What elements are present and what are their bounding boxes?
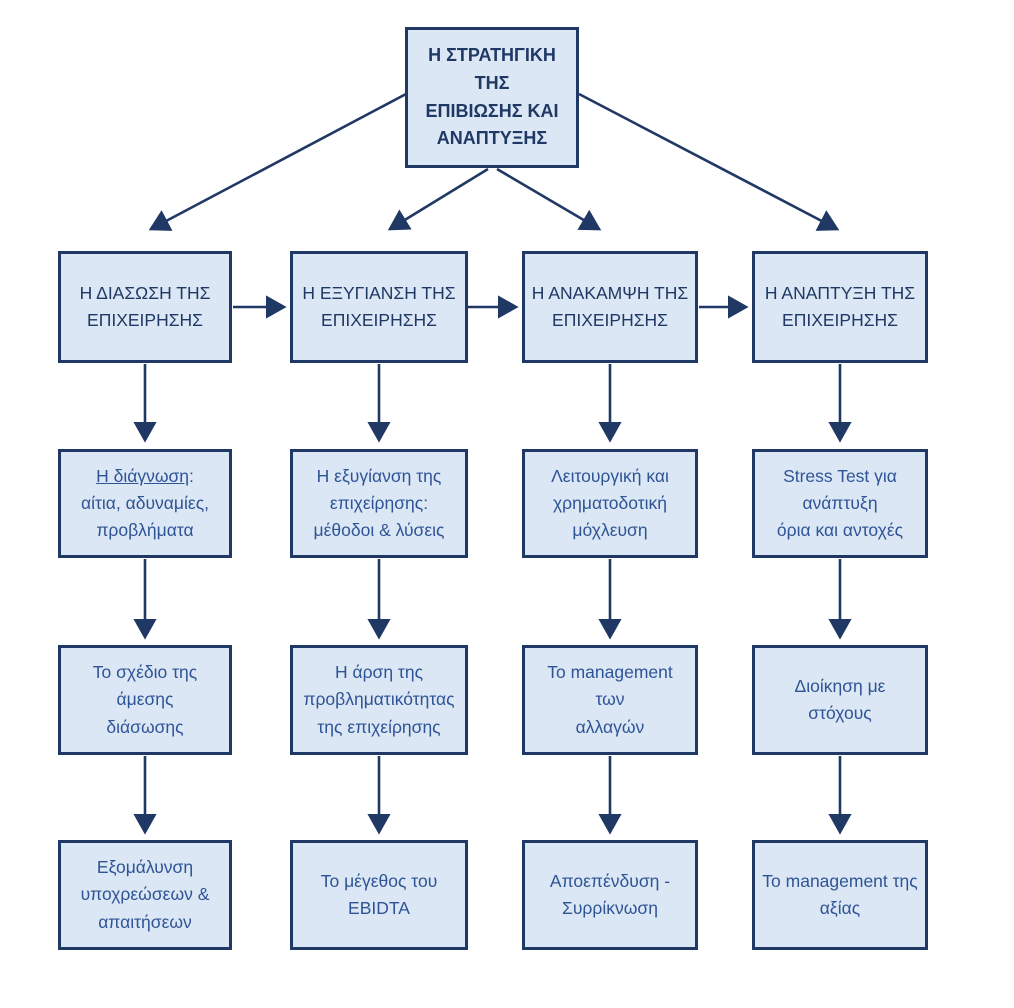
node-line: της επιχείρησης xyxy=(317,716,441,737)
node-line: Η ΕΞΥΓΙΑΝΣΗ ΤΗΣ xyxy=(302,282,456,303)
node-line: Αποεπένδυση - xyxy=(549,870,671,891)
node-line: Η ΑΝΑΚΑΜΨΗ ΤΗΣ xyxy=(531,282,689,303)
node-col4-step3: Το management της αξίας xyxy=(752,840,928,950)
node-line: αίτια, αδυναμίες, xyxy=(80,492,209,513)
node-line: επιχείρησης: xyxy=(329,492,429,513)
node-line: αξίας xyxy=(819,898,861,918)
node-line: ΕΠΙΧΕΙΡΗΣΗΣ xyxy=(87,310,203,330)
node-line: όρια και αντοχές xyxy=(776,520,904,541)
node-line: Η ΣΤΡΑΤΗΓΙΚΗ ΤΗΣ xyxy=(428,44,556,93)
node-line: Η άρση της xyxy=(334,662,424,683)
node-line: Stress Test για xyxy=(783,465,897,486)
node-line: Η ΔΙΑΣΩΣΗ ΤΗΣ xyxy=(79,282,211,303)
node-line: EBIDTA xyxy=(348,898,410,918)
node-line: Το management της xyxy=(762,870,918,891)
suffix-text: : xyxy=(189,465,194,486)
node-col3-header: Η ΑΝΑΚΑΜΨΗ ΤΗΣ ΕΠΙΧΕΙΡΗΣΗΣ xyxy=(522,251,698,363)
node-line: Διοίκηση με στόχους xyxy=(794,675,886,723)
node-root-strategy: Η ΣΤΡΑΤΗΓΙΚΗ ΤΗΣ ΕΠΙΒΙΩΣΗΣ ΚΑΙ ΑΝΑΠΤΥΞΗΣ xyxy=(405,27,579,168)
node-line: υποχρεώσεων & xyxy=(80,884,210,905)
node-line: Το management των xyxy=(547,662,673,710)
underlined-text: Η διάγνωση xyxy=(96,465,190,486)
node-col2-step2: Η άρση της προβληματικότητας της επιχείρ… xyxy=(290,645,468,755)
node-line: ΕΠΙΧΕΙΡΗΣΗΣ xyxy=(321,310,437,330)
node-line: απαιτήσεων xyxy=(98,911,192,932)
node-line: Η διάγνωση: xyxy=(96,463,194,490)
node-line: αλλαγών xyxy=(575,716,645,737)
node-col1-step3: Εξομάλυνση υποχρεώσεων & απαιτήσεων xyxy=(58,840,232,950)
node-col4-step2: Διοίκηση με στόχους xyxy=(752,645,928,755)
node-col3-step3: Αποεπένδυση - Συρρίκνωση xyxy=(522,840,698,950)
node-line: προβληματικότητας xyxy=(303,689,455,710)
node-col4-step1: Stress Test για ανάπτυξη όρια και αντοχέ… xyxy=(752,449,928,558)
node-line: Λειτουργική και xyxy=(551,465,669,486)
node-line: Το μέγεθος του xyxy=(320,870,438,891)
node-col2-header: Η ΕΞΥΓΙΑΝΣΗ ΤΗΣ ΕΠΙΧΕΙΡΗΣΗΣ xyxy=(290,251,468,363)
node-line: μέθοδοι & λύσεις xyxy=(313,520,445,541)
node-col3-step2: Το management των αλλαγών xyxy=(522,645,698,755)
node-col4-header: Η ΑΝΑΠΤΥΞΗ ΤΗΣ ΕΠΙΧΕΙΡΗΣΗΣ xyxy=(752,251,928,363)
node-line: ΕΠΙΒΙΩΣΗΣ ΚΑΙ xyxy=(425,100,559,121)
node-col2-step1: Η εξυγίανση της επιχείρησης: μέθοδοι & λ… xyxy=(290,449,468,558)
node-line: ΑΝΑΠΤΥΞΗΣ xyxy=(436,128,548,149)
node-line: χρηματοδοτική xyxy=(553,492,667,513)
node-line: ΕΠΙΧΕΙΡΗΣΗΣ xyxy=(552,310,668,330)
node-col1-header: Η ΔΙΑΣΩΣΗ ΤΗΣ ΕΠΙΧΕΙΡΗΣΗΣ xyxy=(58,251,232,363)
node-col1-step1-diagnosis: Η διάγνωση: αίτια, αδυναμίες, προβλήματα xyxy=(58,449,232,558)
node-col1-step2: Το σχέδιο της άμεσης διάσωσης xyxy=(58,645,232,755)
node-col3-step1: Λειτουργική και χρηματοδοτική μόχλευση xyxy=(522,449,698,558)
node-line: Εξομάλυνση xyxy=(96,857,194,878)
node-line: Η εξυγίανση της xyxy=(316,465,442,486)
node-line: ΕΠΙΧΕΙΡΗΣΗΣ xyxy=(782,310,898,330)
node-line: διάσωσης xyxy=(106,716,184,737)
node-col2-step3: Το μέγεθος του EBIDTA xyxy=(290,840,468,950)
node-line: Η ΑΝΑΠΤΥΞΗ ΤΗΣ xyxy=(764,282,916,303)
node-line: προβλήματα xyxy=(96,520,194,541)
node-line: ανάπτυξη xyxy=(802,492,878,513)
node-line: μόχλευση xyxy=(572,520,648,541)
node-line: Το σχέδιο της άμεσης xyxy=(92,662,198,710)
node-line: Συρρίκνωση xyxy=(562,898,658,918)
